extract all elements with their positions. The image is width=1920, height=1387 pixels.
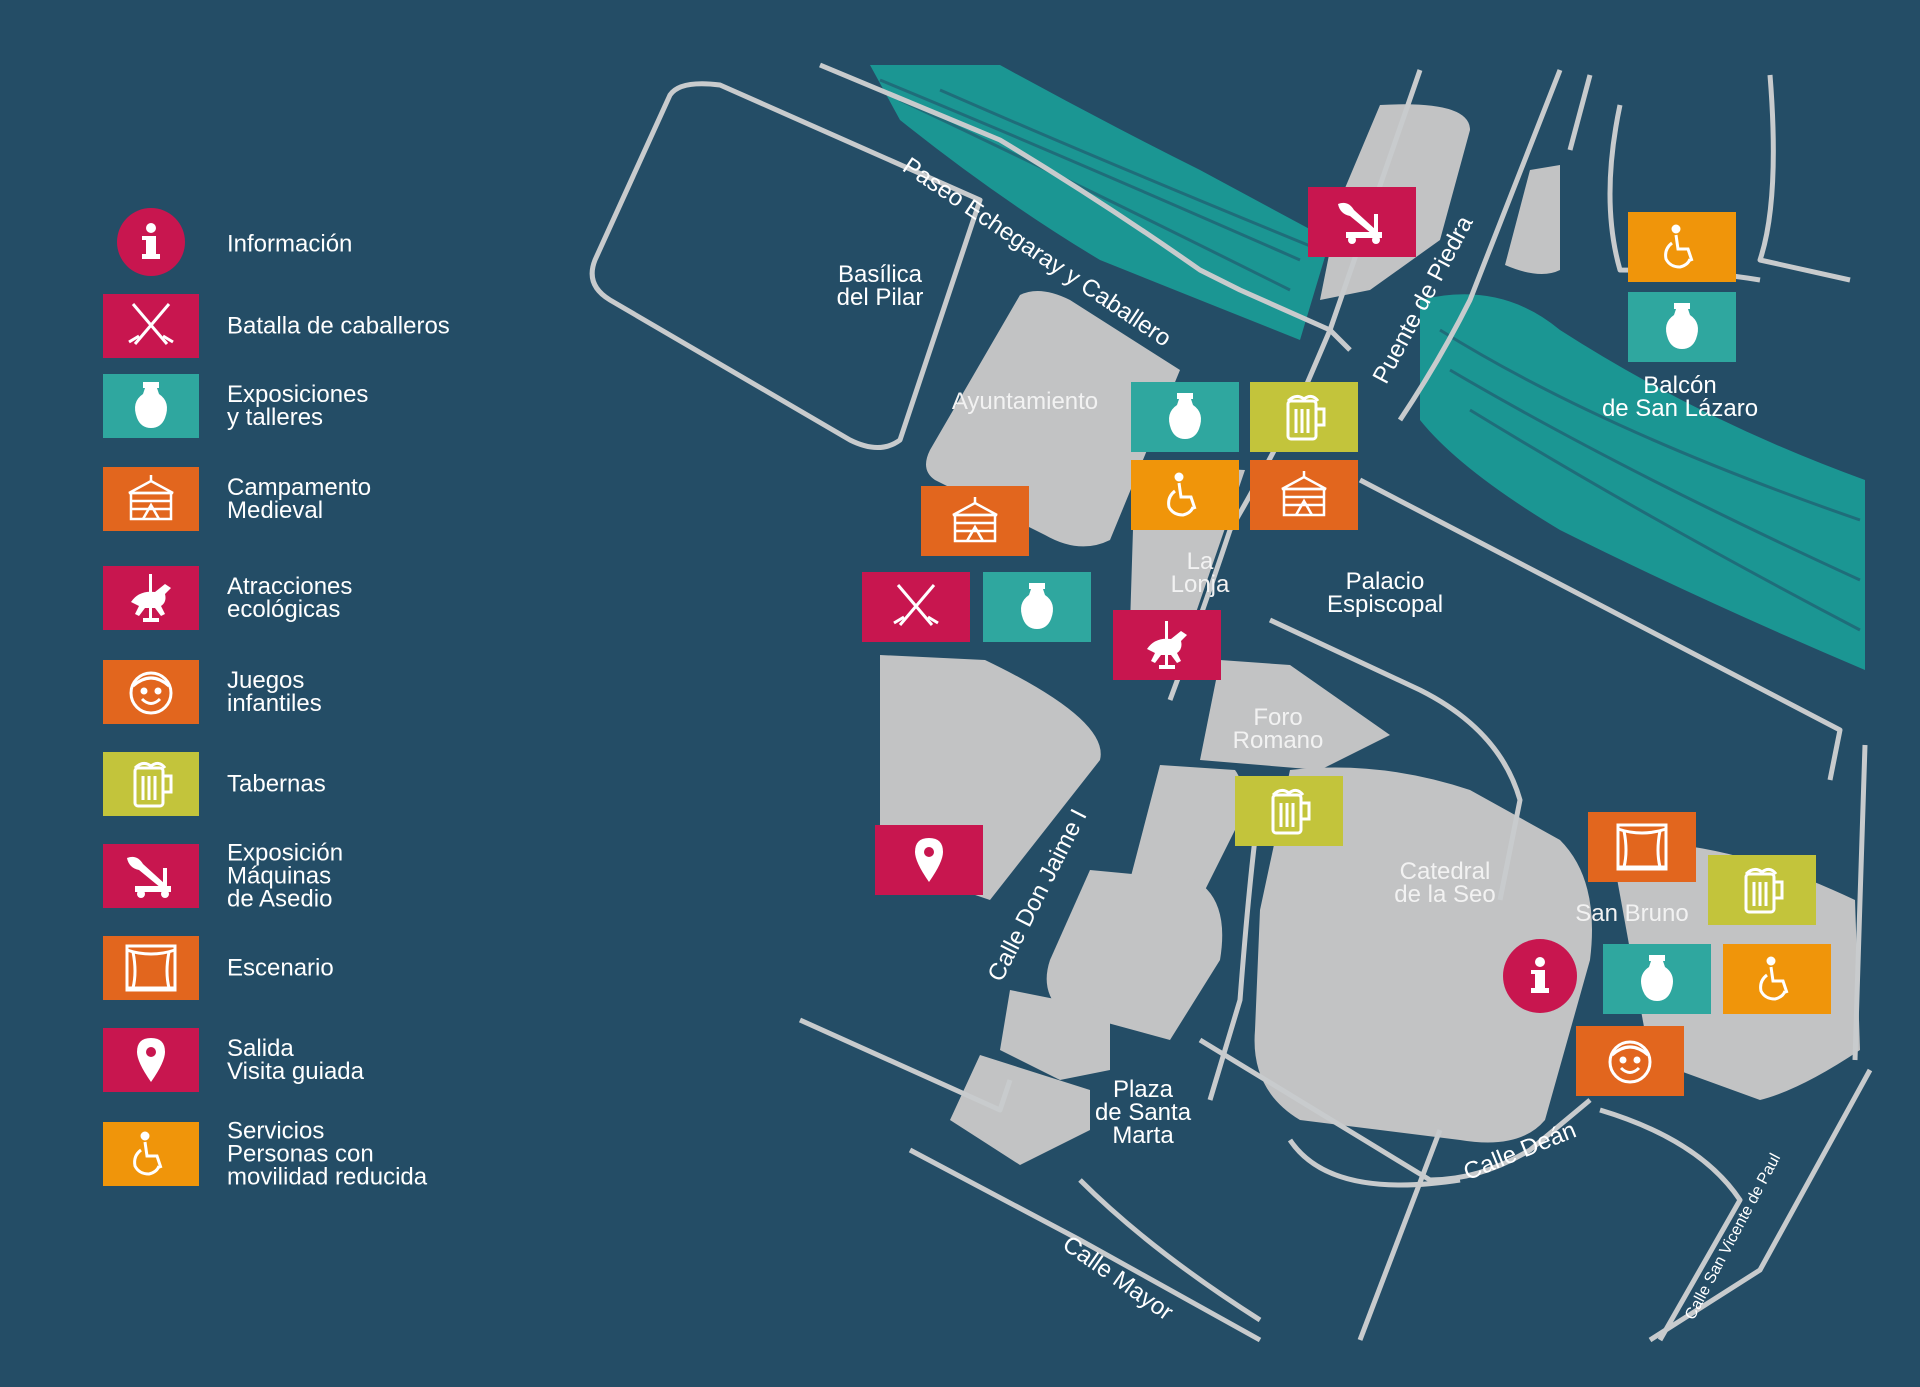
tent-icon	[1281, 471, 1327, 517]
legend-label: Salida Visita guiada	[227, 1035, 364, 1085]
stage-curtain-icon	[103, 936, 199, 1000]
place-label-balcon: Balcón de San Lázaro	[1601, 372, 1759, 422]
place-label-ayuntamiento: Ayuntamiento	[951, 388, 1099, 415]
legend-label: Tabernas	[227, 770, 326, 798]
place-label-palacio: Palacio Espiscopal	[1326, 568, 1444, 618]
amphora-icon	[1641, 955, 1673, 1001]
marker-wheelchair-icon[interactable]	[1628, 212, 1736, 282]
legend-item-informacion: Información	[103, 208, 563, 276]
wheelchair-icon	[1167, 472, 1197, 517]
legend-item-salida: Salida Visita guiada	[103, 1028, 563, 1092]
marker-stage-curtain-icon[interactable]	[1588, 812, 1696, 882]
legend-item-batalla: Batalla de caballeros	[103, 294, 563, 358]
marker-crossed-swords-icon[interactable]	[862, 572, 970, 642]
stage-curtain-icon	[1616, 823, 1668, 871]
legend-item-exposiciones: Exposiciones y talleres	[103, 374, 563, 438]
place-label-sanbruno: San Bruno	[1575, 900, 1689, 927]
legend-label: Juegos infantiles	[227, 667, 322, 717]
beer-mug-icon	[103, 752, 199, 816]
marker-smiley-face-icon[interactable]	[1576, 1026, 1684, 1096]
catapult-icon	[103, 844, 199, 908]
info-icon	[117, 208, 185, 276]
place-label-catedral: Catedral de la Seo	[1394, 858, 1496, 908]
crossed-swords-icon	[893, 584, 939, 626]
carousel-horse-icon	[1147, 621, 1187, 669]
legend-label: Campamento Medieval	[227, 474, 372, 524]
marker-amphora-icon[interactable]	[983, 572, 1091, 642]
legend-label: Servicios Personas con movilidad reducid…	[227, 1117, 428, 1191]
marker-amphora-icon[interactable]	[1131, 382, 1239, 452]
amphora-icon	[1021, 583, 1053, 629]
wheelchair-icon	[103, 1122, 199, 1186]
legend-item-campamento: Campamento Medieval	[103, 467, 563, 531]
legend-item-tabernas: Tabernas	[103, 752, 563, 816]
location-pin-icon	[915, 838, 943, 882]
marker-beer-mug-icon[interactable]	[1250, 382, 1358, 452]
legend-label: Exposiciones y talleres	[227, 381, 369, 431]
marker-location-pin-icon[interactable]	[875, 825, 983, 895]
smiley-face-icon	[103, 660, 199, 724]
river-texture	[879, 78, 1861, 632]
place-label-foro: Foro Romano	[1232, 704, 1324, 754]
marker-beer-mug-icon[interactable]	[1235, 776, 1343, 846]
legend-label: Información	[227, 230, 353, 258]
crossed-swords-icon	[103, 294, 199, 358]
place-label-basilica: Basílica del Pilar	[836, 261, 924, 311]
marker-tent-icon[interactable]	[1250, 460, 1358, 530]
marker-wheelchair-icon[interactable]	[1131, 460, 1239, 530]
wheelchair-icon	[1664, 224, 1694, 269]
legend-item-maquinas: Exposición Máquinas de Asedio	[103, 839, 563, 913]
location-pin-icon	[103, 1028, 199, 1092]
place-label-santamarta: Plaza de Santa Marta	[1094, 1076, 1192, 1149]
legend-item-servicios: Servicios Personas con movilidad reducid…	[103, 1117, 563, 1191]
wheelchair-icon	[1759, 956, 1789, 1001]
tent-icon	[103, 467, 199, 531]
carousel-horse-icon	[103, 566, 199, 630]
marker-catapult-icon[interactable]	[1308, 187, 1416, 257]
legend-label: Batalla de caballeros	[227, 312, 450, 340]
place-label-lonja: La Lonja	[1170, 548, 1230, 598]
amphora-icon	[103, 374, 199, 438]
marker-amphora-icon[interactable]	[1603, 944, 1711, 1014]
info-icon	[1531, 957, 1549, 993]
legend-label: Exposición Máquinas de Asedio	[227, 839, 344, 913]
catapult-icon	[1338, 202, 1382, 244]
amphora-icon	[1169, 393, 1201, 439]
legend-item-juegos: Juegos infantiles	[103, 660, 563, 724]
legend-label: Escenario	[227, 954, 334, 982]
marker-carousel-horse-icon[interactable]	[1113, 610, 1221, 680]
beer-mug-icon	[1271, 788, 1311, 835]
legend-panel: Información Batalla de caballeros Exposi…	[0, 0, 560, 1387]
legend-item-atracciones: Atracciones ecológicas	[103, 566, 563, 630]
legend-label: Atracciones ecológicas	[227, 573, 353, 623]
beer-mug-icon	[1286, 394, 1326, 441]
marker-tent-icon[interactable]	[921, 486, 1029, 556]
tent-icon	[952, 497, 998, 543]
beer-mug-icon	[1744, 867, 1784, 914]
smiley-face-icon	[1608, 1040, 1652, 1084]
marker-info-icon[interactable]	[1503, 939, 1577, 1013]
amphora-icon	[1666, 303, 1698, 349]
legend-item-escenario: Escenario	[103, 936, 563, 1000]
marker-amphora-icon[interactable]	[1628, 292, 1736, 362]
marker-wheelchair-icon[interactable]	[1723, 944, 1831, 1014]
marker-beer-mug-icon[interactable]	[1708, 855, 1816, 925]
